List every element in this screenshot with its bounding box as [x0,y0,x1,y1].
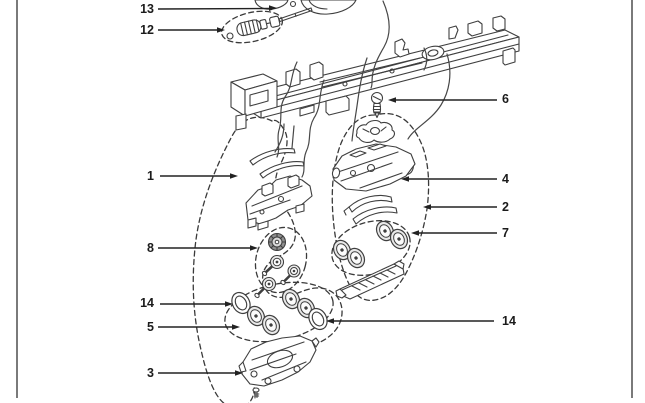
motor-assembly [331,143,416,192]
callout-4: 4 [502,172,509,186]
wheelsets-right [329,217,412,272]
bogie-frame-block [245,174,313,231]
screw [370,91,384,119]
worm-group-outline [220,10,284,44]
bottom-keeper-plate [238,335,320,399]
callout-12: 12 [140,23,154,37]
gear-set-outline [254,226,308,294]
worm-gear-assembly [226,15,281,40]
motor-keeper-plates [343,194,398,225]
callout-6: 6 [502,92,509,106]
callout-7: 7 [502,226,509,240]
baseplate [335,260,405,300]
callout-8: 8 [147,241,154,255]
page-border-right [631,0,633,398]
leader-lines [157,5,497,376]
group-2-outline [331,112,430,302]
callout-14-right: 14 [502,314,516,328]
callout-13: 13 [140,2,154,16]
chassis-frame [230,15,520,131]
pickup-strips [249,123,305,179]
motor-retainer-clip [355,120,395,143]
callout-14-left: 14 [140,296,154,310]
wires [276,0,451,178]
wheelsets-and-tyres-left [227,285,332,339]
callout-1: 1 [147,169,154,183]
callout-2: 2 [502,200,509,214]
page-border-left [16,0,18,398]
callout-3: 3 [147,366,154,380]
callout-5: 5 [147,320,154,334]
gear-set [254,232,301,299]
drive-shaft [278,7,313,23]
